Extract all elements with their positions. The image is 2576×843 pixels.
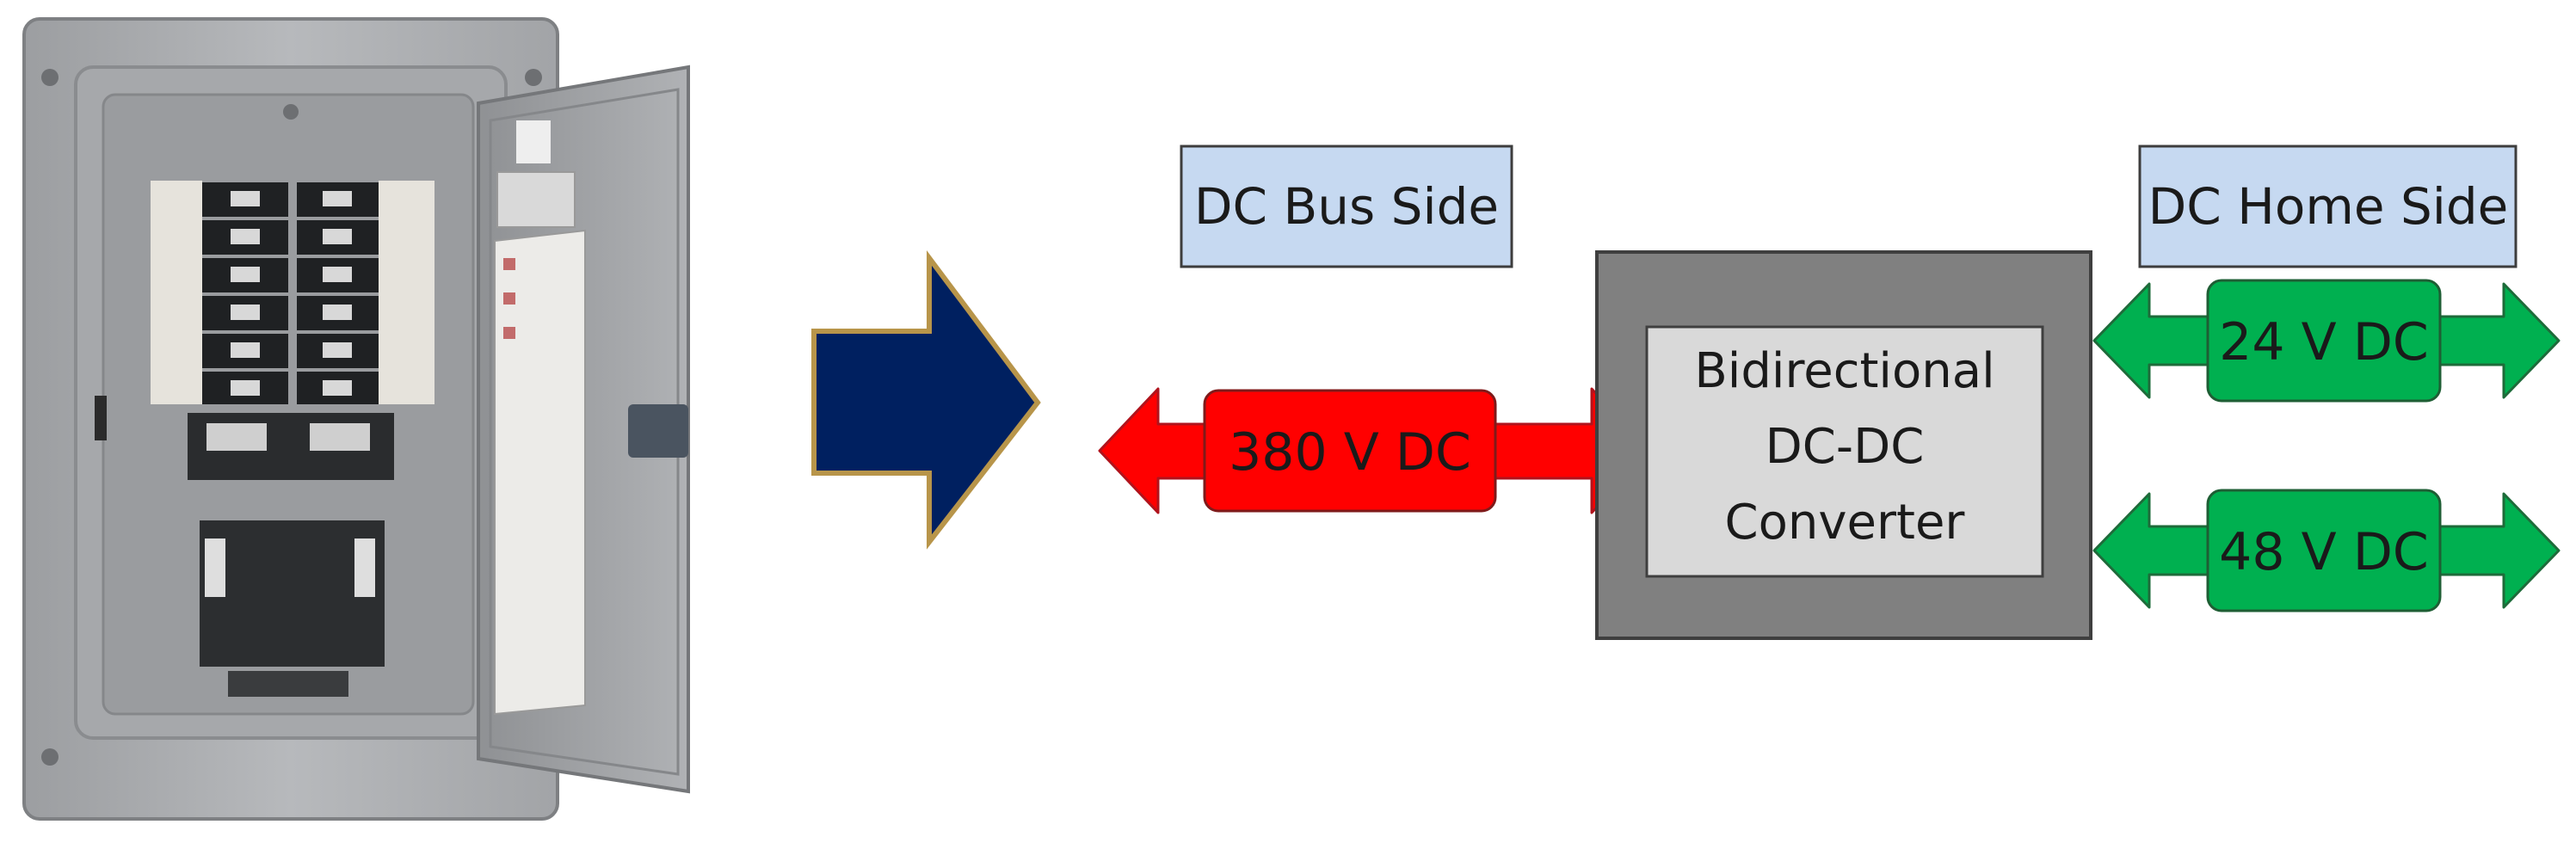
converter-label-line-2: DC-DC bbox=[1766, 419, 1925, 475]
bus-voltage-label: 380 V DC bbox=[1229, 422, 1471, 483]
converter-label-line-3: Converter bbox=[1725, 495, 1966, 551]
converter-label-line-1: Bidirectional bbox=[1694, 343, 1994, 399]
home-voltage-label-24: 24 V DC bbox=[2219, 312, 2429, 372]
bus-side-label: DC Bus Side bbox=[1194, 177, 1499, 236]
converter-block: Bidirectional DC-DC Converter bbox=[1595, 250, 2092, 640]
home-voltage-arrow-24: 24 V DC bbox=[2092, 279, 2561, 403]
breaker-rows bbox=[202, 182, 379, 404]
home-side-label-box: DC Home Side bbox=[2138, 145, 2517, 268]
right-arrow-icon bbox=[811, 250, 1041, 550]
home-voltage-arrow-48: 48 V DC bbox=[2092, 489, 2561, 612]
bus-voltage-arrow: 380 V DC bbox=[1098, 387, 1652, 514]
electrical-panel-image bbox=[22, 17, 690, 821]
bus-side-label-box: DC Bus Side bbox=[1180, 145, 1513, 268]
home-side-label: DC Home Side bbox=[2148, 177, 2509, 236]
home-voltage-label-48: 48 V DC bbox=[2219, 522, 2429, 582]
